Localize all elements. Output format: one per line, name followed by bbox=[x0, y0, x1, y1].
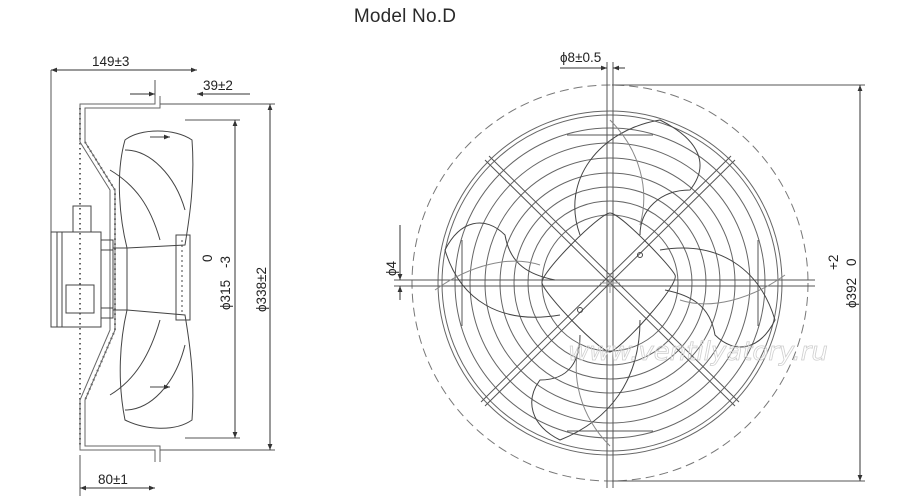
side-view: 149±3 39±2 bbox=[50, 54, 275, 496]
dim-outer-diameter: ϕ392 +2 0 bbox=[612, 84, 865, 482]
dim-outer-dia-label: ϕ392 bbox=[844, 278, 859, 308]
dim-hole: ϕ4 bbox=[384, 225, 406, 300]
dim-offset-label: 39±2 bbox=[203, 78, 233, 93]
dim-rod: ϕ8±0.5 bbox=[560, 50, 625, 80]
dim-blade-tol-lower: -3 bbox=[218, 256, 233, 268]
dim-outer-tol-lower: 0 bbox=[844, 258, 859, 266]
outer-envelope-circle bbox=[411, 84, 809, 482]
dim-guard-diameter: ϕ338±2 bbox=[160, 103, 275, 451]
dim-blade-diameter: ϕ315 0 -3 bbox=[185, 119, 240, 439]
watermark-text: www.ventilyatory.ru bbox=[568, 337, 828, 367]
dim-depth-total-label: 149±3 bbox=[92, 54, 129, 69]
dim-blade-dia-label: ϕ315 bbox=[218, 280, 233, 310]
dim-bracket-label: 80±1 bbox=[98, 472, 128, 487]
dim-hole-label: ϕ4 bbox=[384, 260, 399, 276]
dim-offset: 39±2 bbox=[130, 78, 250, 102]
hub-plate bbox=[541, 212, 676, 353]
guard-frame bbox=[79, 96, 161, 462]
guard-rings bbox=[437, 110, 783, 456]
blade-front bbox=[434, 119, 786, 447]
motor-body bbox=[50, 205, 128, 328]
drawing-title: Model No.D bbox=[353, 6, 457, 27]
dim-depth-total: 149±3 bbox=[50, 54, 197, 250]
dim-blade-tol-upper: 0 bbox=[200, 254, 215, 262]
blade-profile bbox=[109, 130, 194, 429]
dim-guard-dia-label: ϕ338±2 bbox=[254, 267, 269, 312]
dim-bracket: 80±1 bbox=[79, 455, 155, 496]
dim-rod-label: ϕ8±0.5 bbox=[560, 50, 601, 65]
dim-outer-tol-upper: +2 bbox=[826, 255, 841, 270]
front-view: ϕ8±0.5 ϕ4 ϕ392 +2 0 www.ventilyatory.ru bbox=[384, 50, 865, 488]
